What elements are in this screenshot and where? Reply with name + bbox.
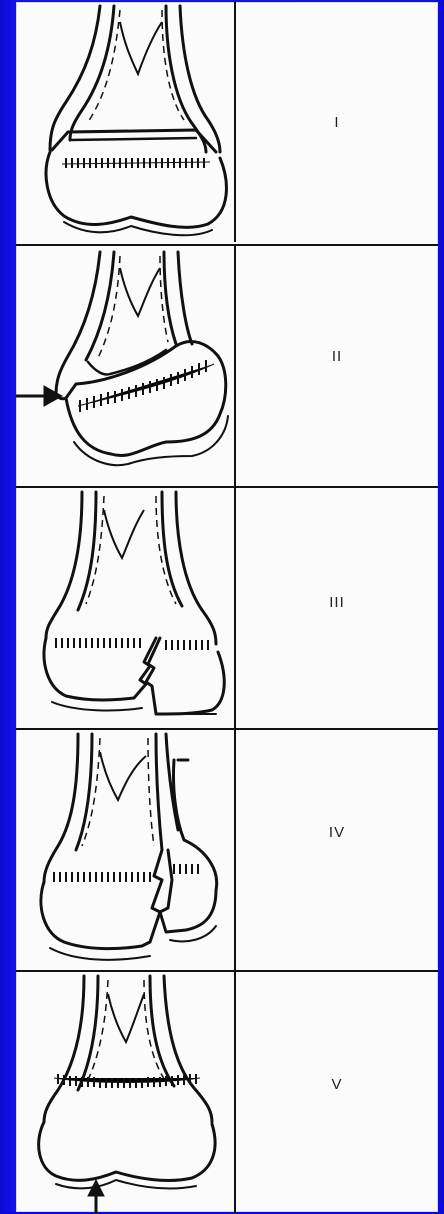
classification-table: I [16,2,438,1212]
type-row-2: II [16,244,438,486]
fracture-diagram-type-2 [16,246,234,486]
fracture-diagram-type-5 [16,972,234,1214]
fracture-diagram-type-4 [16,730,234,970]
fracture-diagram-type-1 [16,2,234,242]
column-divider [234,246,236,486]
type-row-3: III [16,486,438,728]
column-divider [234,730,236,970]
type-label-2: II [236,348,438,365]
fracture-diagram-type-3 [16,488,234,728]
type-row-4: IV [16,728,438,970]
column-divider [234,972,236,1214]
type-label-5: V [236,1076,438,1093]
type-label-3: III [236,594,438,611]
type-label-4: IV [236,824,438,841]
type-label-1: I [236,114,438,131]
type-row-1: I [16,2,438,242]
type-row-5: V [16,970,438,1214]
